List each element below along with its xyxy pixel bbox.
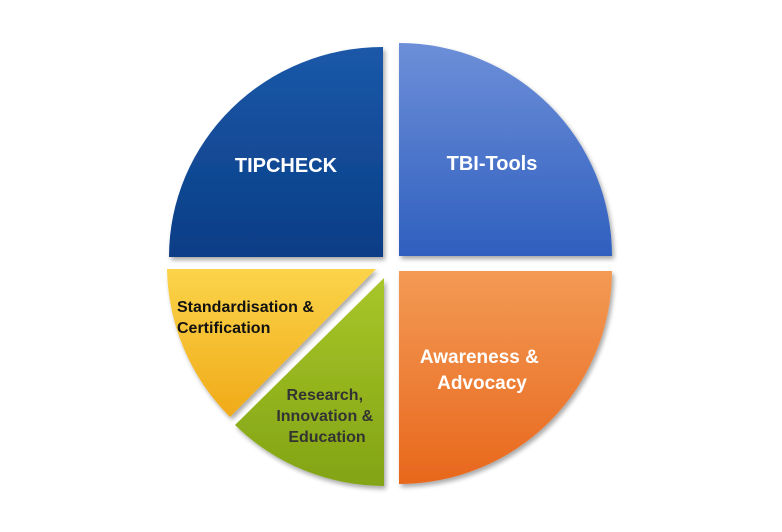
segment-research-innovation-education-label: Research, Innovation & Education (276, 387, 377, 446)
segment-awareness-advocacy-label-line: Awareness & (420, 347, 539, 368)
segment-tbi-tools-label-line: TBI-Tools (447, 153, 538, 175)
segment-awareness-advocacy-shape (399, 271, 612, 484)
segment-standardisation-certification-label-line: Standardisation & (177, 299, 314, 316)
segment-research-innovation-education-label-line: Research, (287, 387, 364, 404)
segment-tbi-tools-label: TBI-Tools (447, 153, 538, 175)
segment-standardisation-certification-shape (167, 269, 376, 417)
segment-standardisation-certification-label-line: Certification (177, 320, 270, 337)
segment-awareness-advocacy-label-line: Advocacy (437, 373, 527, 394)
segment-tbi-tools: TBI-Tools (399, 43, 612, 256)
segment-research-innovation-education-shape (235, 278, 384, 486)
segment-research-innovation-education-label-line: Innovation & (276, 408, 373, 425)
segment-awareness-advocacy: Awareness & Advocacy (399, 271, 612, 484)
segment-awareness-advocacy-label: Awareness & Advocacy (420, 347, 544, 394)
segment-research-innovation-education: Research, Innovation & Education (235, 278, 384, 486)
segment-standardisation-certification: Standardisation & Certification (167, 269, 376, 417)
segment-research-innovation-education-label-line: Education (288, 429, 365, 446)
segment-tipcheck-label-line: TIPCHECK (235, 155, 338, 177)
segment-tipcheck-label: TIPCHECK (235, 155, 338, 177)
segment-standardisation-certification-label: Standardisation & Certification (177, 299, 318, 337)
segment-tipcheck-shape (169, 47, 383, 257)
segment-tbi-tools-shape (399, 43, 612, 256)
segment-tipcheck: TIPCHECK (169, 47, 383, 257)
